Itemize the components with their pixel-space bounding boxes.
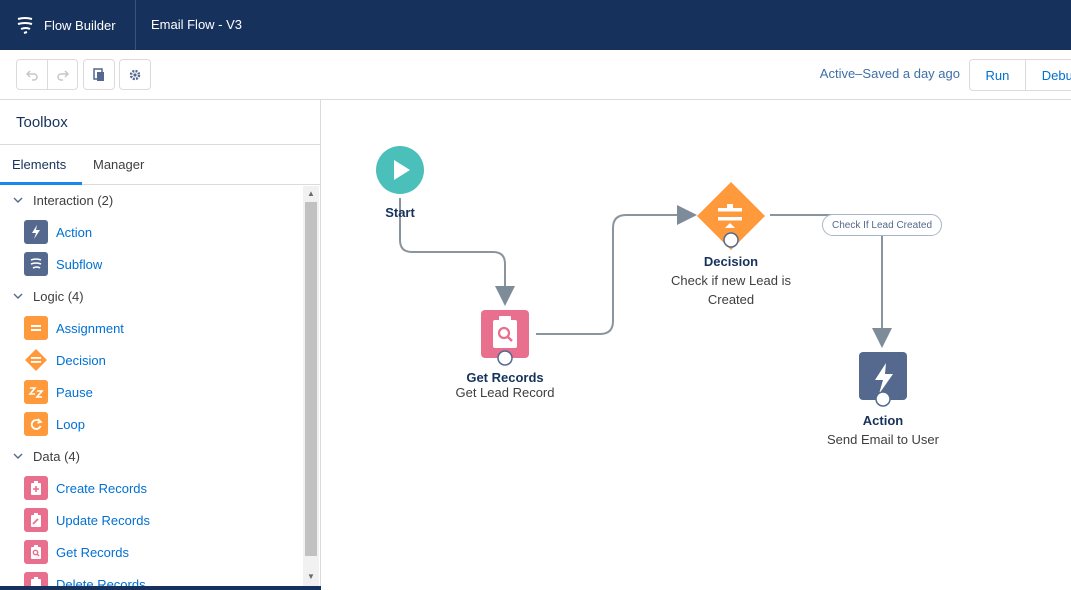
toolbox-scrollbar[interactable]: ▲ ▼	[303, 186, 319, 590]
element-label: Update Records	[56, 512, 150, 528]
pause-icon	[24, 380, 48, 404]
decision-node[interactable]	[697, 182, 765, 250]
action-subtitle: Send Email to User	[827, 432, 939, 447]
flow-logo-icon	[17, 17, 33, 34]
decision-icon	[24, 348, 48, 372]
tab-manager[interactable]: Manager	[93, 157, 145, 172]
decision-title: Decision	[703, 254, 759, 269]
action-node[interactable]	[859, 352, 907, 407]
debug-button[interactable]: Debu	[1041, 67, 1071, 83]
toolbox-tabs: Elements Manager	[0, 144, 320, 185]
action-title: Action	[862, 413, 904, 428]
get-records-title: Get Records	[466, 370, 544, 385]
toolbox-panel: Toolbox Elements Manager Interaction (2)…	[0, 100, 321, 590]
update-records-icon	[24, 508, 48, 532]
scroll-thumb[interactable]	[305, 202, 317, 556]
toolbox-title: Toolbox	[16, 114, 68, 131]
connectors-layer	[376, 146, 907, 407]
group-label: Data (4)	[33, 448, 80, 464]
outcome-label-badge[interactable]: Check If Lead Created	[822, 214, 942, 236]
element-label: Loop	[56, 416, 85, 432]
copy-group	[83, 59, 115, 90]
group-label: Logic (4)	[33, 288, 84, 304]
flow-title: Email Flow - V3	[151, 17, 243, 32]
element-assignment[interactable]: Assignment	[24, 316, 124, 340]
elements-list: Interaction (2) Action Subflow Logic (4)	[0, 186, 302, 590]
assignment-icon	[24, 316, 48, 340]
element-label: Assignment	[56, 320, 124, 336]
group-interaction[interactable]: Interaction (2)	[12, 190, 113, 210]
settings-button[interactable]	[120, 60, 150, 89]
element-label: Decision	[56, 352, 106, 368]
element-create-records[interactable]: Create Records	[24, 476, 147, 500]
decision-label: Decision Check if new Lead is Created	[651, 252, 811, 309]
copy-button[interactable]	[84, 60, 114, 89]
chevron-down-icon	[13, 197, 23, 203]
get-records-subtitle: Get Lead Record	[455, 385, 555, 400]
gear-icon	[129, 69, 141, 80]
element-label: Pause	[56, 384, 93, 400]
start-node[interactable]	[376, 146, 424, 194]
action-icon	[24, 220, 48, 244]
connector-handle	[875, 391, 891, 407]
element-loop[interactable]: Loop	[24, 412, 85, 436]
element-pause[interactable]: Pause	[24, 380, 93, 404]
save-status: Active–Saved a day ago	[819, 66, 960, 81]
connector-handle	[723, 232, 739, 248]
scroll-down-icon[interactable]: ▼	[307, 572, 315, 581]
app-header: Flow Builder Email Flow - V3	[0, 0, 1071, 50]
chevron-down-icon	[13, 453, 23, 459]
undo-icon	[25, 69, 38, 81]
run-debug-group: Run Debu	[969, 59, 1071, 91]
play-icon	[394, 160, 410, 180]
element-label: Action	[56, 224, 93, 240]
undo-button[interactable]	[17, 60, 47, 89]
connector-handle	[497, 350, 513, 366]
element-update-records[interactable]: Update Records	[24, 508, 150, 532]
toolbox-bottom-bar	[0, 586, 321, 590]
redo-button[interactable]	[47, 60, 77, 89]
decision-subtitle-line2: Created	[707, 292, 755, 307]
element-get-records[interactable]: Get Records	[24, 540, 129, 564]
element-label: Subflow	[56, 256, 103, 272]
flow-canvas[interactable]: Check If Lead Created Start Get Records …	[322, 100, 1071, 590]
connector-start-get-records[interactable]	[399, 198, 515, 306]
element-label: Get Records	[56, 544, 129, 560]
action-label: Action Send Email to User	[803, 411, 963, 449]
settings-group	[119, 59, 151, 90]
subflow-icon	[24, 252, 48, 276]
run-button[interactable]: Run	[970, 60, 1026, 90]
loop-icon	[24, 412, 48, 436]
undo-redo-group	[16, 59, 78, 90]
group-logic[interactable]: Logic (4)	[12, 286, 84, 306]
start-label: Start	[370, 205, 430, 220]
create-records-icon	[24, 476, 48, 500]
scroll-up-icon[interactable]: ▲	[307, 189, 315, 198]
connector-get-records-decision[interactable]	[536, 205, 697, 335]
chevron-down-icon	[13, 293, 23, 299]
group-data[interactable]: Data (4)	[12, 446, 80, 466]
element-subflow[interactable]: Subflow	[24, 252, 102, 276]
app-brand[interactable]: Flow Builder	[0, 0, 136, 50]
tab-elements[interactable]: Elements	[12, 157, 67, 172]
element-decision[interactable]: Decision	[24, 348, 106, 372]
element-label: Create Records	[56, 480, 148, 496]
redo-icon	[56, 69, 69, 81]
app-name: Flow Builder	[44, 17, 116, 33]
get-records-icon	[24, 540, 48, 564]
start-title: Start	[385, 205, 415, 220]
active-tab-indicator	[0, 182, 82, 185]
get-records-node[interactable]	[481, 310, 529, 366]
get-records-label: Get Records Get Lead Record	[425, 370, 585, 400]
group-label: Interaction (2)	[33, 192, 114, 208]
toolbar: Active–Saved a day ago Run Debu	[0, 50, 1071, 100]
element-action[interactable]: Action	[24, 220, 92, 244]
decision-subtitle-line1: Check if new Lead is	[671, 273, 791, 288]
copy-icon	[93, 67, 104, 81]
